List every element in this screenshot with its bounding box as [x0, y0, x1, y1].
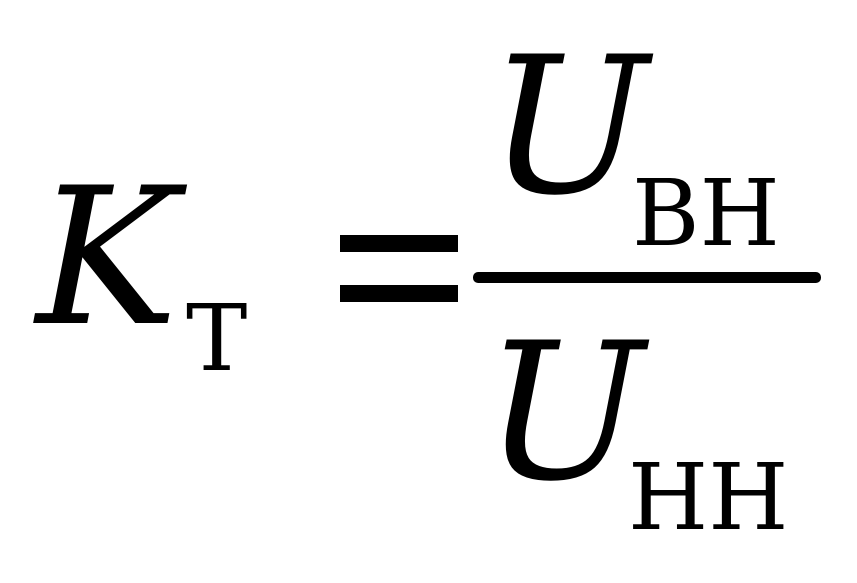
lhs-symbol: K [36, 147, 178, 368]
denominator-symbol: U [484, 302, 645, 523]
denominator-subscript: НН [628, 444, 789, 551]
equals-sign [340, 235, 458, 305]
equals-bar-top [340, 235, 458, 252]
lhs-subscript: Т [186, 285, 248, 392]
numerator-subscript: ВН [632, 160, 780, 267]
numerator-symbol: U [488, 16, 649, 237]
equals-bar-bottom [340, 285, 458, 302]
fraction-bar [473, 272, 821, 283]
